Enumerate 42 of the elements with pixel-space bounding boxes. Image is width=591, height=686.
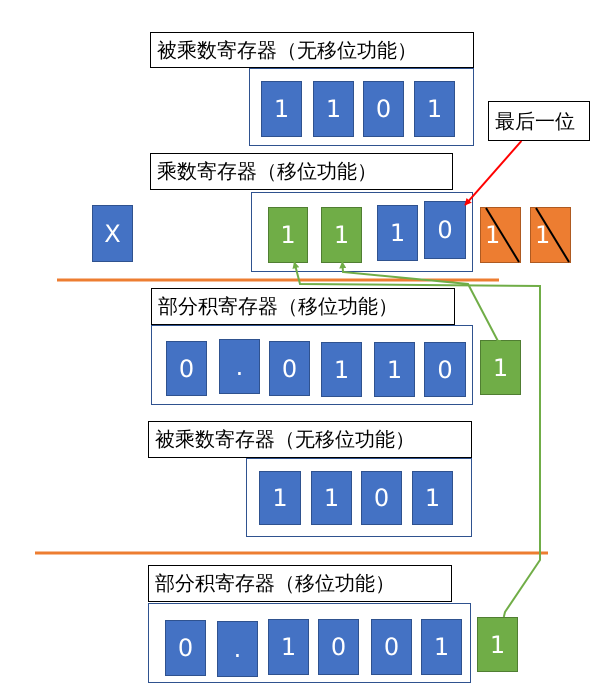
bit-box: 1 — [414, 81, 455, 137]
bit-box: 0 — [424, 342, 466, 397]
bit-box: 1 — [259, 471, 301, 525]
bit-box: 1 — [421, 619, 462, 675]
bit-box: 1 — [268, 207, 308, 263]
register-title-box: 部分积寄存器（移位功能） — [151, 288, 455, 325]
register-box — [249, 68, 474, 146]
bit-box: 1 — [377, 205, 418, 261]
bit-box: 1 — [268, 619, 309, 675]
bit-box: X — [92, 205, 133, 262]
register-box — [246, 458, 472, 537]
register-title-box: 部分积寄存器（移位功能） — [148, 565, 452, 602]
bit-box: 1 — [311, 471, 352, 525]
bit-box: 1 — [477, 617, 518, 672]
register-title-box: 被乘数寄存器（无移位功能） — [150, 32, 474, 68]
bit-box: 1 — [530, 207, 571, 263]
bit-box: 1 — [321, 207, 362, 263]
register-box — [151, 325, 473, 405]
register-title-box: 乘数寄存器（移位功能） — [150, 153, 453, 190]
bit-box: . — [219, 339, 260, 394]
arrow — [292, 261, 541, 618]
bit-box: 1 — [261, 81, 302, 137]
bit-box: 0 — [165, 620, 206, 676]
bit-box: 0 — [371, 619, 412, 675]
bit-box: 1 — [321, 342, 362, 397]
callout-box: 最后一位 — [488, 101, 590, 141]
bit-box: 0 — [361, 471, 402, 525]
bit-box: 1 — [313, 81, 354, 137]
bit-box: 1 — [412, 471, 453, 525]
bit-box: 0 — [318, 619, 359, 675]
bit-box: . — [217, 621, 258, 677]
bit-box: 0 — [166, 341, 207, 396]
bit-box: 0 — [363, 81, 404, 137]
register-box — [251, 192, 473, 272]
bit-box: 1 — [480, 207, 521, 263]
register-title-box: 被乘数寄存器（无移位功能） — [148, 421, 472, 458]
register-box — [148, 603, 471, 683]
bit-box: 0 — [424, 201, 466, 259]
arrow — [464, 140, 522, 206]
bit-box: 1 — [480, 340, 521, 395]
bit-box: 1 — [374, 342, 415, 397]
bit-box: 0 — [269, 341, 310, 396]
